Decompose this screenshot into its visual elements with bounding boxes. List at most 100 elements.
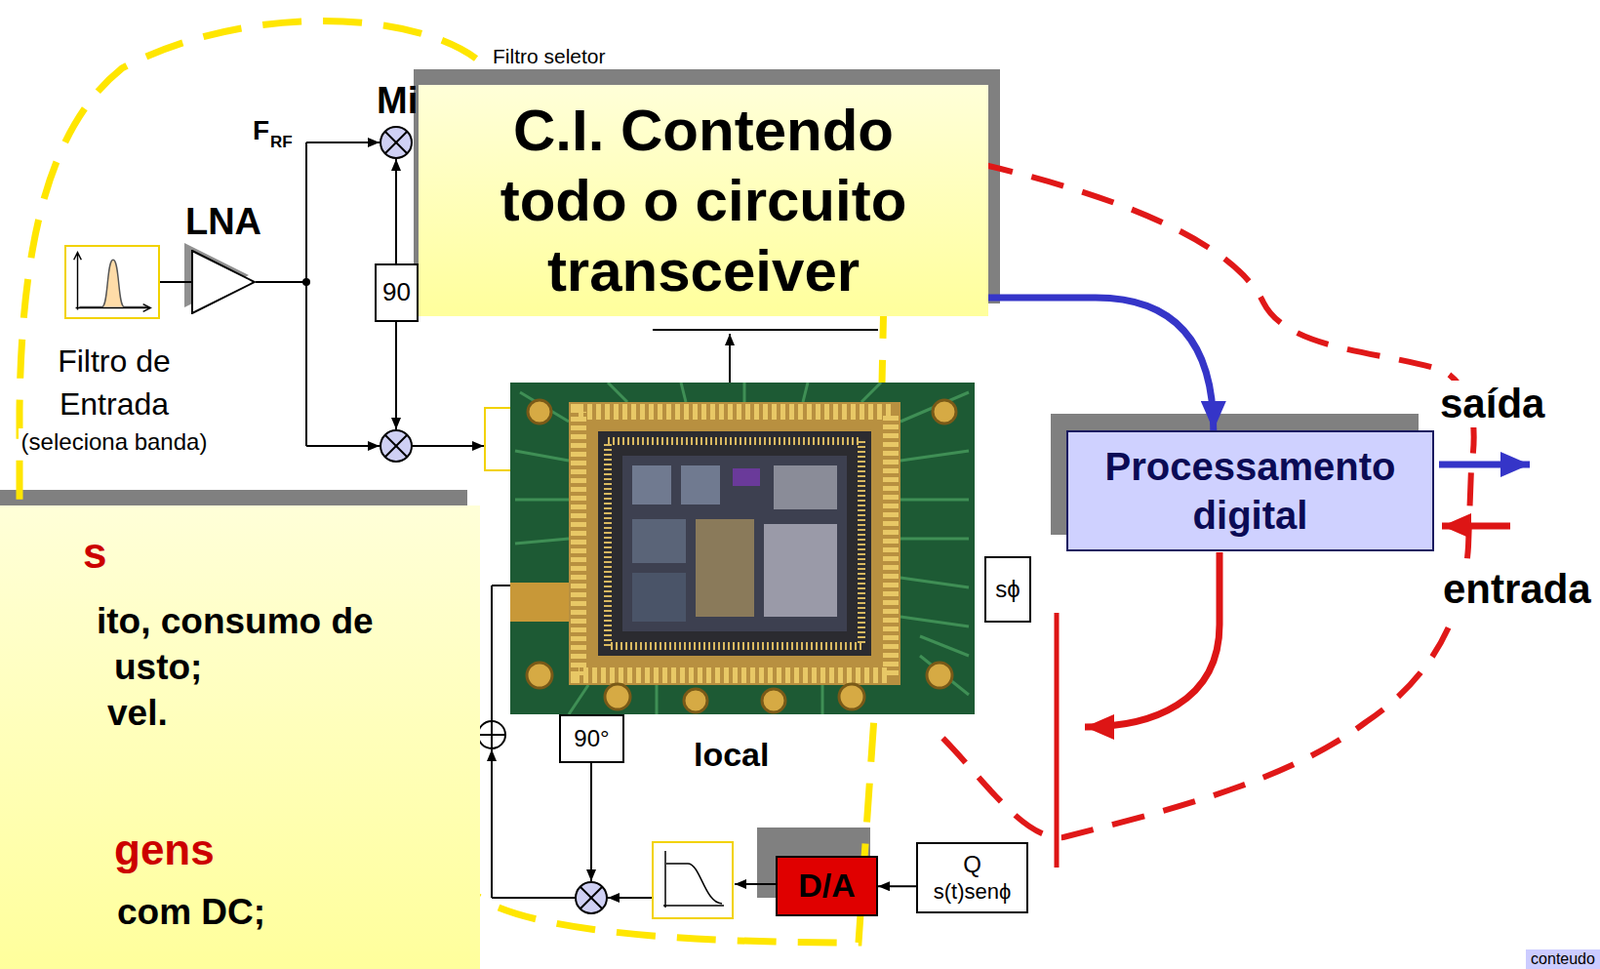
filter-curve xyxy=(79,259,147,307)
signal-wires xyxy=(607,896,653,899)
phase-box: 90 xyxy=(374,263,419,322)
signal-wires xyxy=(734,882,776,885)
chip-photo xyxy=(604,683,631,710)
io-arrows xyxy=(1439,461,1530,469)
notes-box: s ito, consumo deusto;vel. gens com DC; xyxy=(0,505,480,969)
signal-box: sϕ xyxy=(984,556,1032,623)
mixer-symbol xyxy=(385,435,407,457)
filter-curve xyxy=(74,252,152,313)
text-label: Filtro seletor xyxy=(492,44,606,69)
chip-photo xyxy=(732,468,760,486)
chip-photo xyxy=(515,382,969,715)
chip-photo xyxy=(578,411,891,676)
input-filter-box: Filtro de Entrada(seleciona banda) xyxy=(64,244,160,320)
io-arrows xyxy=(1084,552,1220,727)
connector-arrow xyxy=(878,884,917,887)
signal-wires xyxy=(255,280,307,283)
box-text: LNA xyxy=(185,200,262,244)
chip-photo xyxy=(695,519,755,617)
text-label: local xyxy=(693,735,769,774)
adder-symbol xyxy=(478,720,506,749)
io-arrows xyxy=(1441,522,1511,530)
nav-button: conteudo xyxy=(1525,949,1600,969)
box-text: gens xyxy=(114,825,215,876)
box-text: s xyxy=(82,528,107,579)
signal-wires xyxy=(728,333,731,383)
text-label: RF xyxy=(270,132,293,153)
chip-photo xyxy=(680,465,720,505)
box-text: C.I. Contendo todo o circuito transceive… xyxy=(474,95,933,307)
callout-box: C.I. Contendo todo o circuito transceive… xyxy=(418,84,989,317)
chip-photo xyxy=(683,688,708,713)
text-label: F xyxy=(252,115,270,147)
io-arrows xyxy=(1054,612,1060,868)
mixer-symbol xyxy=(575,881,607,914)
box-text: Q xyxy=(962,850,982,879)
chip-photo xyxy=(607,440,862,646)
box-text: s(t)senϕ xyxy=(933,878,1012,906)
signal-wires xyxy=(411,444,484,447)
chip-photo xyxy=(526,400,957,713)
filter-curve xyxy=(66,246,159,318)
signal-box: Qs(t)senϕ xyxy=(916,841,1029,914)
mixer-symbol xyxy=(380,126,412,159)
box-text: D/A xyxy=(798,866,856,905)
chip-photo xyxy=(526,662,553,688)
chip-photo xyxy=(510,382,975,715)
box-text: usto; xyxy=(114,646,202,689)
box-text: ito, consumo de xyxy=(96,600,374,643)
mixer-symbol xyxy=(580,886,602,909)
triangle-outline xyxy=(191,249,256,315)
mixer-symbol xyxy=(380,430,412,462)
mixer-symbol xyxy=(385,131,407,154)
text-label: Mi xyxy=(376,80,418,123)
signal-wires xyxy=(652,328,879,331)
signal-wires xyxy=(490,749,493,898)
chip-photo xyxy=(839,683,865,710)
signal-wires xyxy=(395,321,398,430)
signal-wires xyxy=(395,159,398,264)
filter-symbol xyxy=(664,850,667,908)
red-dashed-boundary xyxy=(941,163,1475,838)
signal-wires xyxy=(306,141,380,144)
adder-symbol xyxy=(490,720,493,749)
signal-wires xyxy=(490,585,493,721)
signal-wires xyxy=(306,444,380,447)
adder-symbol xyxy=(478,720,506,749)
chip-photo xyxy=(632,519,686,563)
box-text: 90 xyxy=(382,278,411,308)
box-text: Processamento digital xyxy=(1078,441,1423,540)
filter-symbol xyxy=(652,841,733,919)
box-text: 90° xyxy=(573,724,609,753)
chip-photo xyxy=(773,465,838,510)
chip-photo xyxy=(527,400,552,424)
chip-photo xyxy=(598,431,872,656)
text-label: saída xyxy=(1436,380,1549,428)
signal-wires xyxy=(305,142,308,446)
process-box: Processamento digital xyxy=(1066,430,1435,552)
filter-symbol xyxy=(663,904,724,907)
chip-photo xyxy=(761,688,786,713)
box-text: conteudo xyxy=(1530,949,1596,969)
chip-photo xyxy=(510,382,975,715)
box-text: Filtro de Entrada xyxy=(31,339,198,426)
converter-box: D/A xyxy=(775,855,879,917)
connector-arrow xyxy=(160,280,192,283)
chip-photo xyxy=(632,465,672,505)
filter-symbol xyxy=(666,863,722,904)
phase-box: 90° xyxy=(559,714,625,763)
chip-photo xyxy=(568,401,901,685)
connector-arrow xyxy=(988,297,1214,431)
box-text: com DC; xyxy=(117,891,266,934)
box-text: sϕ xyxy=(995,575,1020,603)
signal-wires xyxy=(491,584,511,587)
chip-photo xyxy=(510,582,569,622)
mixer-symbol xyxy=(580,886,602,909)
box-text: vel. xyxy=(107,692,168,735)
chip-photo xyxy=(763,523,838,617)
red-dashed-boundary xyxy=(941,163,1475,838)
mixer-symbol xyxy=(385,131,407,154)
box-text: (seleciona banda) xyxy=(18,428,211,456)
chip-photo xyxy=(622,455,847,632)
